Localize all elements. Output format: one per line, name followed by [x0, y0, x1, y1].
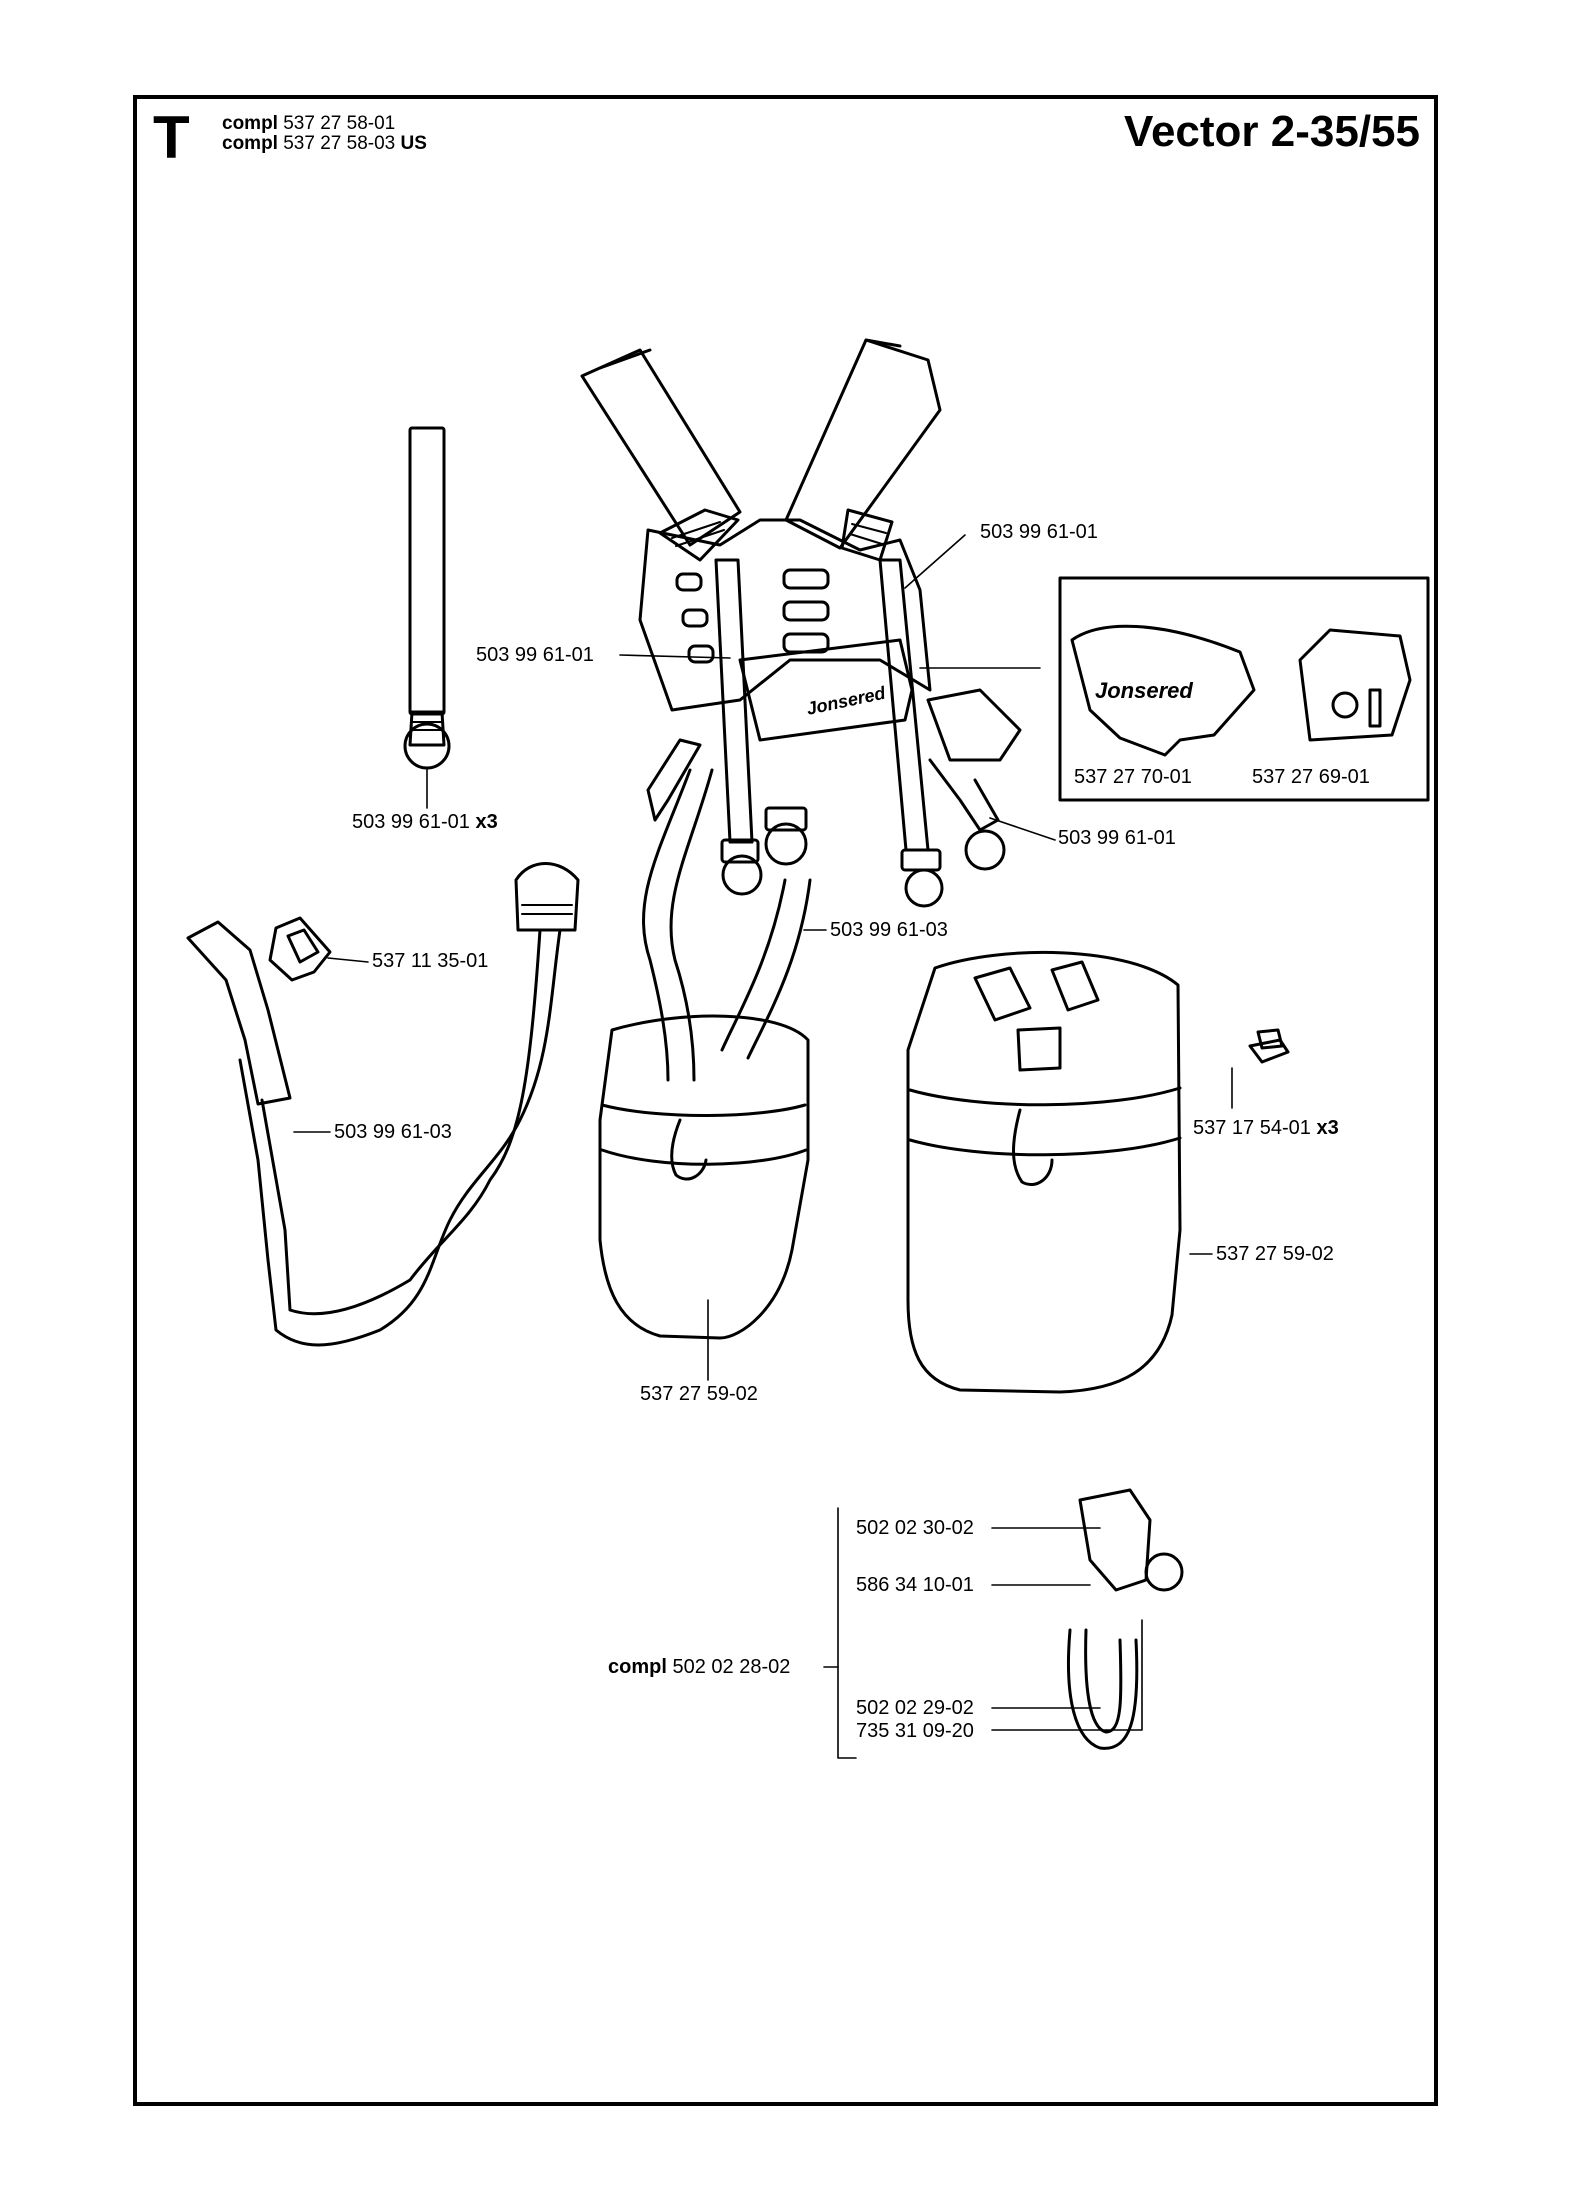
pad-brand-text: Jonsered [1095, 678, 1193, 703]
label-harness-lower-right: 503 99 61-01 [1058, 827, 1176, 849]
harness-brand-text: Jonsered [805, 683, 888, 719]
screw-drawing [1248, 1028, 1290, 1064]
left-hip-strap-drawing [186, 862, 580, 1347]
assembly-numbers: compl 537 27 58-01 compl 537 27 58-03 US [222, 114, 427, 154]
label-strap-single: 503 99 61-01 x3 [352, 811, 498, 833]
pad-right-drawing [1298, 628, 1412, 742]
page-frame [133, 95, 1438, 2106]
label-hip-strap-left: 503 99 61-03 [334, 1121, 452, 1143]
label-hook-part-4: 735 31 09-20 [856, 1720, 974, 1742]
label-hook-part-2: 586 34 10-01 [856, 1574, 974, 1596]
label-hook-compl: compl 502 02 28-02 [608, 1656, 791, 1678]
section-letter: T [153, 104, 190, 171]
label-hook-part-3: 502 02 29-02 [856, 1697, 974, 1719]
center-hip-pad-drawing [598, 1014, 810, 1340]
label-pad-left: 537 27 70-01 [1074, 766, 1192, 788]
label-hip-pad-right: 537 27 59-02 [1216, 1243, 1334, 1265]
single-strap-drawing [403, 426, 451, 770]
label-harness-upper-right: 503 99 61-01 [980, 521, 1098, 543]
label-hook-part-1: 502 02 30-02 [856, 1517, 974, 1539]
right-hip-pad-drawing [906, 950, 1182, 1394]
assembly-line-1: compl 537 27 58-01 [222, 113, 396, 134]
label-hip-pad-center: 537 27 59-02 [640, 1383, 758, 1405]
hook-assembly-drawing [1066, 1488, 1184, 1750]
label-buckle: 537 11 35-01 [372, 950, 489, 972]
inset-box [1058, 576, 1430, 802]
model-title: Vector 2-35/55 [1124, 107, 1420, 156]
leader-lines [293, 534, 1233, 1759]
assembly-line-2: compl 537 27 58-03 US [222, 133, 427, 154]
harness-drawing: Jonsered [580, 338, 1022, 1082]
label-screw: 537 17 54-01 x3 [1193, 1117, 1339, 1139]
label-harness-left: 503 99 61-01 [476, 644, 594, 666]
label-pad-right: 537 27 69-01 [1252, 766, 1370, 788]
pad-left-drawing: Jonsered [1070, 624, 1256, 757]
label-hip-strap-center: 503 99 61-03 [830, 919, 948, 941]
buckle-drawing [268, 916, 332, 982]
